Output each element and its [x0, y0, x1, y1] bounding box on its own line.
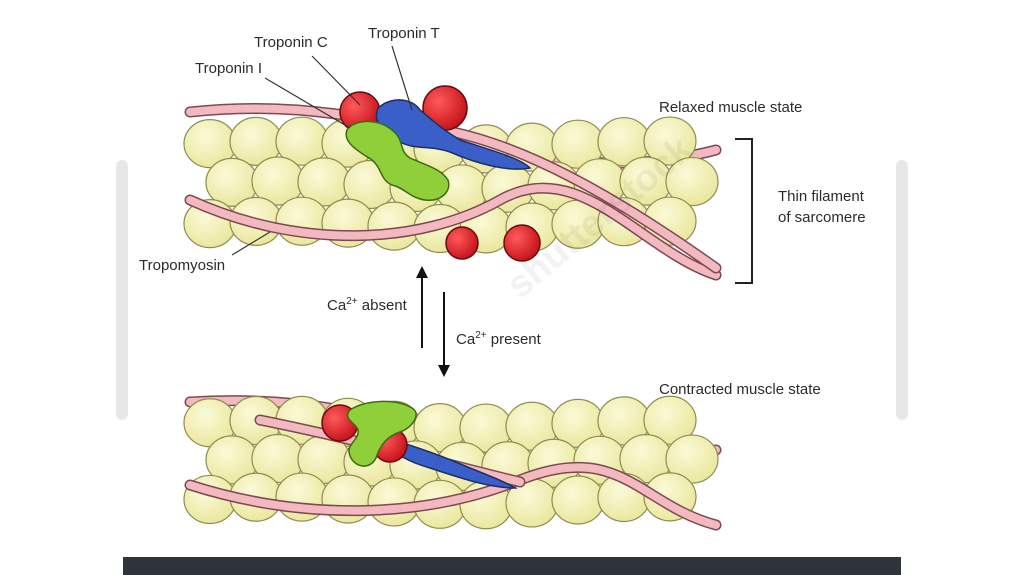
label-troponin-t: Troponin T: [368, 25, 440, 42]
label-ca-absent: Ca2+ absent: [327, 293, 407, 315]
label-thin-filament: Thin filament: [778, 188, 864, 206]
label-relaxed-state: Relaxed muscle state: [659, 99, 803, 116]
ca-present-charge: 2+: [475, 330, 487, 341]
troponin-t-shape-contracted: [391, 439, 518, 489]
label-thin-filament-line1: Thin filament: [778, 188, 864, 205]
troponin-complex-relaxed: [339, 85, 541, 262]
left-side-panel: [116, 160, 128, 420]
ca-present-symbol: Ca: [456, 331, 476, 348]
troponin-i-shape: [345, 120, 450, 201]
label-ca-present: Ca2+ present: [456, 327, 541, 349]
troponin-complex-contracted: [321, 400, 518, 489]
label-troponin-i: Troponin I: [195, 60, 262, 77]
actin-bead: [643, 395, 697, 445]
actin-bead: [665, 156, 719, 207]
state-arrows: [416, 266, 450, 377]
leader-lines: [231, 45, 413, 256]
troponin-ball-3: [445, 226, 479, 260]
actin-bead: [551, 475, 605, 525]
footer-bar: [123, 557, 901, 575]
ca-absent-word: absent: [357, 297, 407, 314]
relaxed-thin-filament: [183, 85, 722, 281]
contracted-thin-filament: [183, 395, 722, 531]
right-side-panel: [896, 160, 908, 420]
ca-absent-symbol: Ca: [327, 297, 347, 314]
label-of-sarcomere: of sarcomere: [778, 209, 866, 226]
actin-bead: [643, 116, 697, 166]
ca-present-word: present: [486, 331, 541, 348]
troponin-i-shape-contracted: [346, 400, 417, 467]
ca-absent-charge: 2+: [346, 296, 358, 307]
thin-filament-bracket: [735, 138, 753, 284]
troponin-ball-4: [503, 224, 541, 262]
label-contracted-state: Contracted muscle state: [659, 381, 821, 398]
label-tropomyosin: Tropomyosin: [139, 257, 226, 274]
label-troponin-c: Troponin C: [254, 34, 328, 51]
